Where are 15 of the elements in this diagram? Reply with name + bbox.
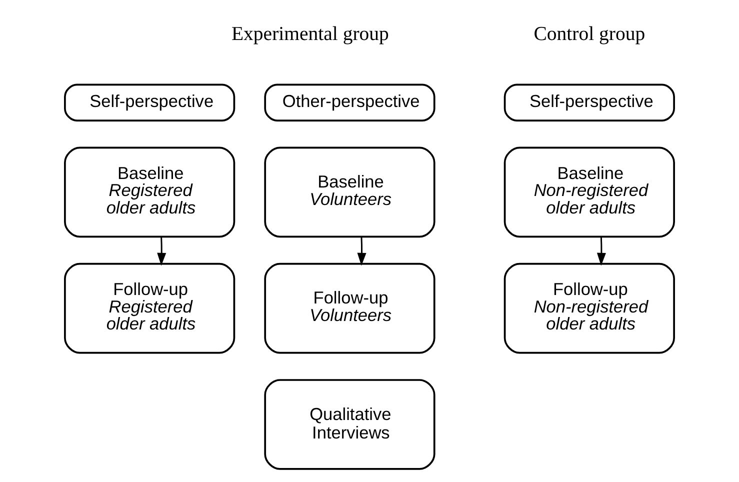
node-box: Baseline Registered older adults: [64, 146, 236, 238]
node-box: Follow-up Volunteers: [264, 262, 436, 354]
node-box: Other-perspective: [264, 84, 436, 122]
label: Experimental group: [231, 22, 389, 45]
arrow: [157, 236, 166, 266]
node-box: Follow-up Registered older adults: [64, 262, 236, 354]
arrow: [357, 236, 366, 266]
node-box: Baseline Non-registered older adults: [504, 146, 675, 238]
node-box: Self-perspective: [504, 84, 675, 122]
node-box: Follow-up Non-registered older adults: [504, 262, 675, 354]
arrow: [596, 236, 606, 266]
label: Control group: [534, 22, 646, 45]
node-box: Qualitative Interviews: [264, 379, 436, 470]
node-box: Baseline Volunteers: [264, 146, 436, 238]
node-box: Self-perspective: [64, 84, 236, 122]
